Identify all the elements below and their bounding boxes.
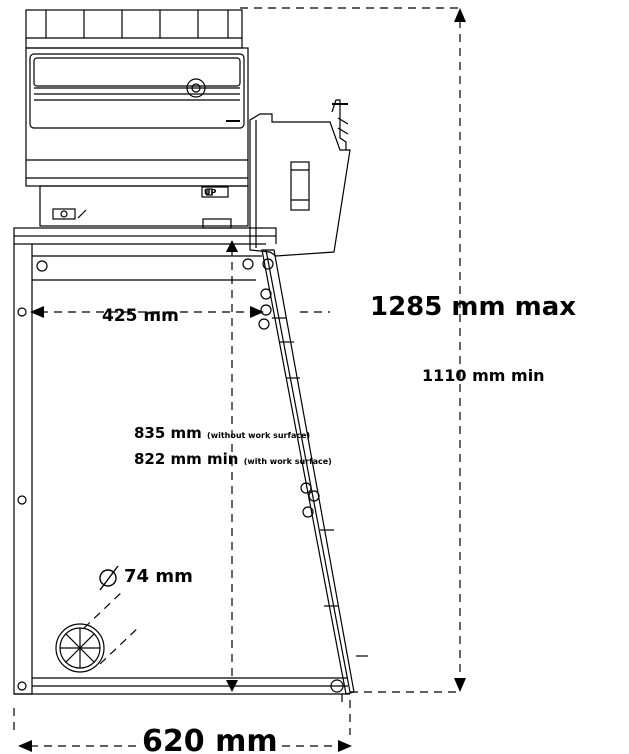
work-surface	[13, 227, 277, 237]
side-mounted-device	[249, 113, 351, 257]
up-badge	[201, 186, 229, 198]
up-label: UP	[204, 188, 217, 197]
panel-knob-icon	[186, 78, 206, 98]
height-822-value: 822 mm min	[134, 450, 239, 468]
height-835-label: 835 mm (without work surface)	[134, 424, 310, 442]
height-min-label: 1110 mm min	[422, 366, 545, 385]
duct-port	[55, 623, 105, 673]
arrow-down-icon	[226, 680, 238, 692]
arrow-up-icon	[454, 8, 466, 22]
width-620-label: 620 mm	[138, 724, 282, 754]
screw-icon	[242, 258, 254, 270]
height-835-note: (without work surface)	[207, 431, 311, 440]
height-max-label: 1285 mm max	[370, 292, 577, 322]
arrow-left-icon	[18, 740, 32, 752]
height-835-value: 835 mm	[134, 424, 202, 442]
arrow-right-icon	[338, 740, 352, 752]
arrow-up-icon	[226, 240, 238, 252]
height-822-label: 822 mm min (with work surface)	[134, 450, 332, 468]
height-822-note: (with work surface)	[243, 457, 332, 466]
arrow-down-icon	[454, 678, 466, 692]
cabinet-left-leg	[13, 243, 33, 695]
arrow-left-icon	[30, 306, 44, 318]
drawer-unit	[39, 185, 249, 227]
diameter-icon	[99, 565, 119, 591]
front-panel	[29, 53, 245, 129]
screw-icon	[36, 260, 48, 272]
top-vent-housing	[25, 9, 243, 49]
diameter-label: 74 mm	[124, 566, 193, 587]
width-425-label: 425 mm	[102, 306, 179, 326]
arrow-right-icon	[250, 306, 264, 318]
control-unit-body	[25, 47, 249, 187]
